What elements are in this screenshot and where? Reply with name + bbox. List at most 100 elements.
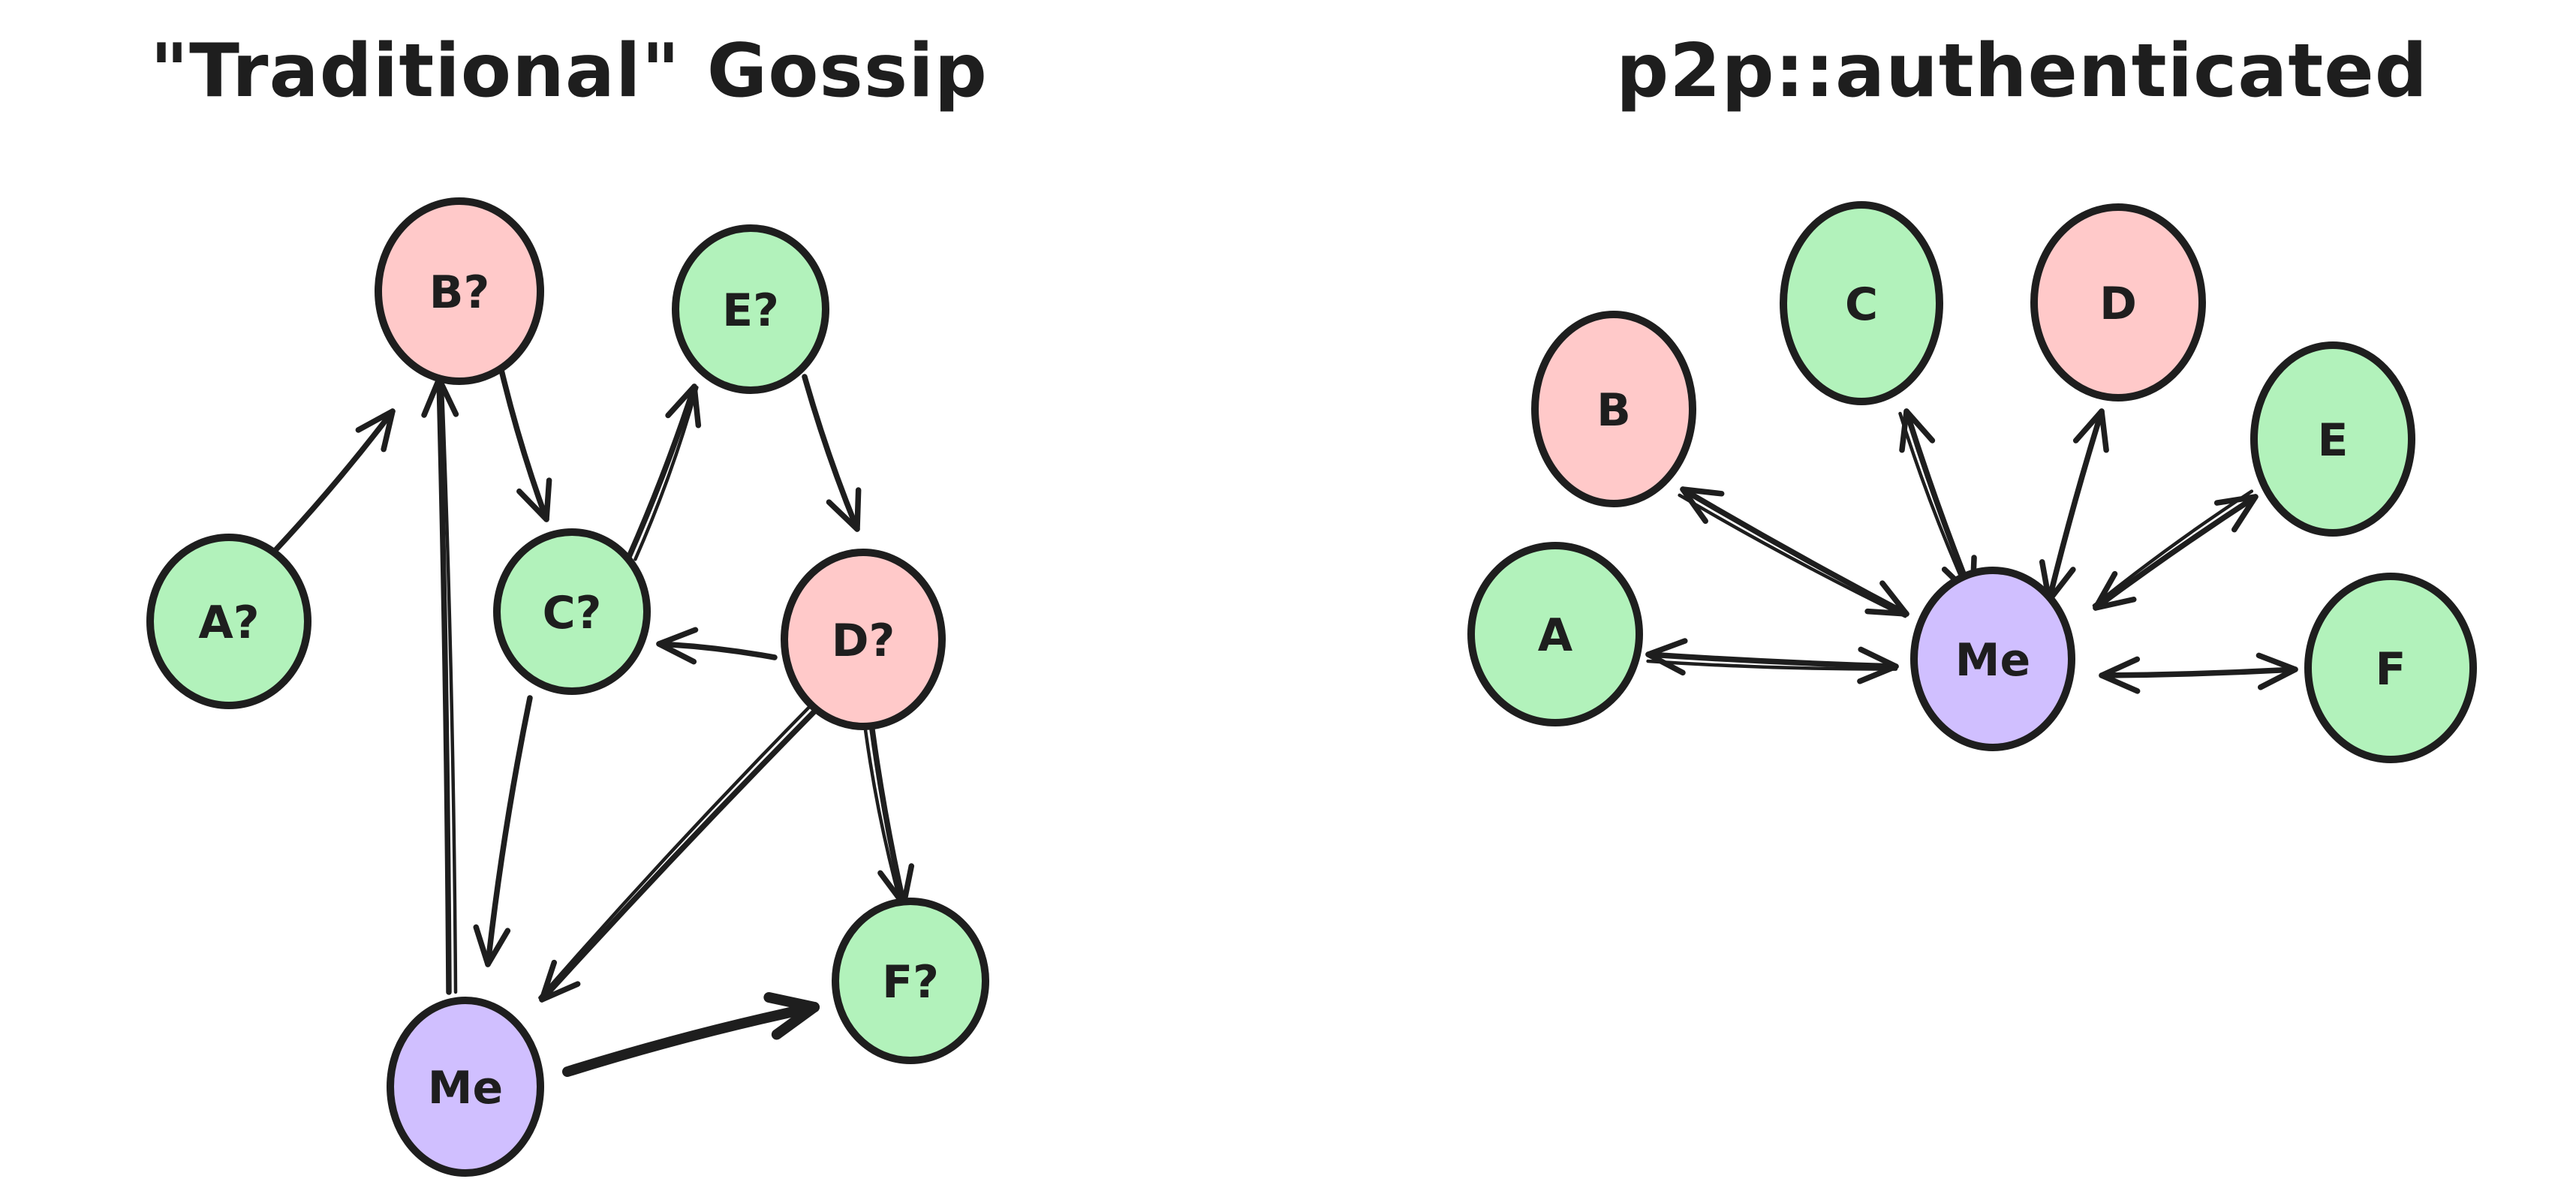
node-circle-sketch-pass [675,225,826,393]
node-label: E [2318,414,2349,467]
right-node-c: C [1780,201,1943,405]
right-node-f: F [2304,573,2477,763]
right-node-d: D [2030,203,2206,402]
right-edge-e-to-me [2092,489,2259,611]
nodes-layer: A? B? C? D? E? F? Me A B C D E F Me [146,197,2477,1177]
node-circle-sketch-pass [784,549,943,729]
left-node-b: B? [375,197,544,385]
node-label: D [2099,278,2137,330]
edge-shaft [485,695,533,967]
left-edge-me-to-b [421,376,459,995]
node-circle-sketch-pass [378,198,541,384]
edge-shaft [273,408,396,552]
arrowhead [1899,408,1936,453]
arrowhead [2072,408,2109,453]
node-label: B [1596,384,1631,437]
arrowhead [1864,580,1909,617]
edge-shaft-sketch-pass [440,377,458,994]
arrowhead [665,383,702,429]
node-label: B? [429,266,490,319]
arrowhead [826,487,862,532]
left-edge-a-to-b [273,408,396,552]
right-edge-me-to-f [2099,652,2298,694]
arrowhead [1680,486,1725,525]
node-label: C [1845,278,1878,331]
left-node-d: D? [781,549,946,730]
node-circle-sketch-pass [835,898,986,1063]
arrowhead [539,959,581,1003]
arrowhead [1857,646,1899,684]
right-edge-d-to-me [2039,408,2109,603]
edge-shaft [802,374,860,532]
node-label: E? [722,284,779,337]
arrowhead [516,477,552,522]
node-circle-sketch-pass [1913,567,2072,750]
left-node-e: E? [672,224,829,394]
node-label: F [2376,643,2406,696]
edge-shaft-sketch-pass [863,729,903,907]
arrowhead [656,627,699,665]
arrowhead [2213,494,2259,533]
node-label: Me [428,1062,503,1114]
edge-shaft-sketch-pass [1646,659,1898,671]
left-node-c: C? [493,528,651,695]
edge-shaft-sketch-pass [538,705,811,1000]
edge-shaft [626,383,697,560]
node-circle-sketch-pass [2307,573,2474,762]
edge-shaft [1680,486,1909,617]
arrowhead [1645,638,1688,676]
edge-shaft-sketch-pass [633,386,699,561]
node-circle-sketch-pass [496,529,648,694]
left-node-me: Me [387,997,544,1177]
arrowhead [473,924,511,967]
edge-shaft [869,726,907,907]
right-node-b: B [1531,311,1696,507]
edge-shaft [1645,651,1899,669]
node-circle-sketch-pass [2253,342,2412,536]
left-edge-c-to-me [473,695,533,967]
edge-shaft-sketch-pass [2092,489,2254,608]
node-label: D? [832,615,895,667]
left-edge-d-to-me [538,705,817,1003]
edge-shaft [2099,666,2298,678]
edge-shaft [2046,408,2105,603]
right-diagram-title: p2p::authenticated [1616,29,2428,114]
node-circle-sketch-pass [149,534,308,708]
edge-shaft [436,376,452,995]
left-diagram-title: "Traditional" Gossip [150,29,988,114]
edge-shaft [562,1002,820,1077]
right-node-e: E [2250,341,2415,537]
left-edge-d-to-c [656,627,778,665]
node-circle-sketch-pass [1783,202,1940,405]
left-node-a: A? [146,534,311,709]
edge-shaft [498,367,549,522]
edge-shaft [656,641,778,660]
edge-shaft [1903,408,1976,600]
right-node-a: A [1467,542,1643,726]
left-edge-d-to-f [863,726,915,907]
right-edge-a-to-me [1645,638,1899,684]
right-node-me: Me [1910,567,2075,751]
node-label: F? [882,956,939,1009]
arrowhead [2256,652,2298,690]
node-circle-sketch-pass [1470,543,1640,726]
left-node-f: F? [832,898,989,1064]
left-edge-c-to-e [626,383,702,561]
node-label: C? [543,587,602,639]
node-label: A [1538,609,1573,662]
edge-shaft [539,708,817,1003]
arrowhead [763,991,820,1040]
node-circle-sketch-pass [390,997,541,1176]
node-circle-sketch-pass [2033,204,2203,401]
right-edge-b-to-me [1678,486,1909,618]
edges-layer [273,367,2298,1077]
arrowhead [2093,570,2137,611]
node-label: A? [198,597,259,649]
left-edge-e-to-d [802,374,862,532]
left-edge-me-to-f [562,991,820,1077]
right-edge-c-to-me [1898,408,1977,600]
node-circle-sketch-pass [1534,311,1693,507]
arrowhead [2099,656,2141,694]
